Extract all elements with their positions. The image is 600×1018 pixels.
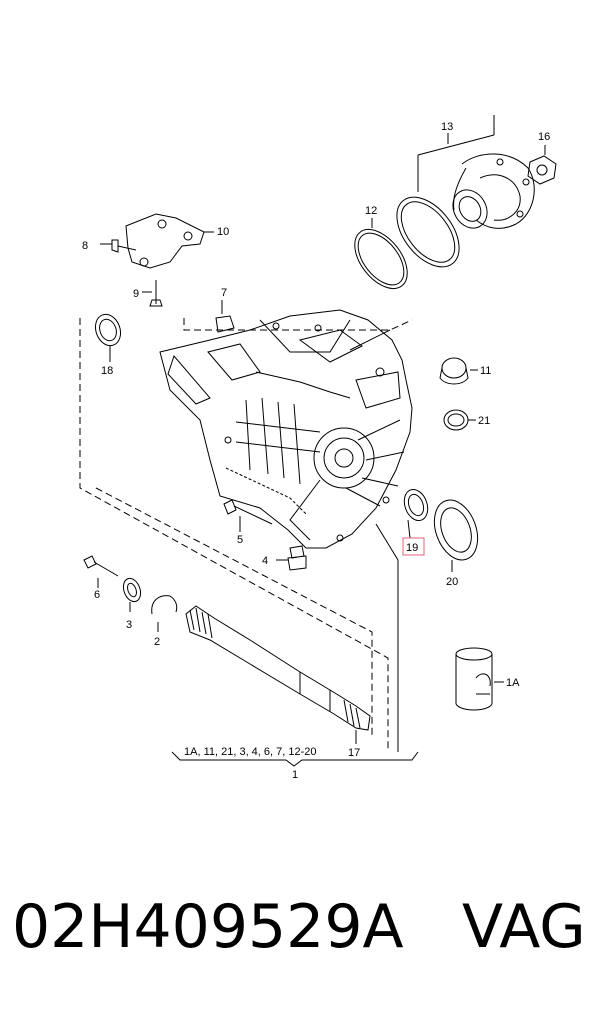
callout-2: 2 (154, 636, 160, 648)
cap-11 (439, 357, 478, 385)
bolt-8 (100, 239, 137, 253)
leader-line-19 (375, 523, 399, 752)
callout-8: 8 (82, 240, 88, 252)
seal-18 (94, 313, 122, 362)
callout-13: 13 (441, 121, 453, 133)
callout-17: 17 (348, 747, 360, 759)
bolt-9 (142, 280, 163, 307)
o-ring-12 (354, 229, 408, 289)
callout-5: 5 (237, 534, 243, 546)
transmission-housing (159, 309, 413, 549)
callout-11: 11 (480, 365, 491, 377)
callout-6: 6 (94, 589, 100, 601)
bolt-5 (223, 499, 273, 532)
plug-4 (276, 545, 307, 571)
assembly-frame-dashed (79, 318, 413, 752)
kit-contents-label: 1A, 11, 21, 3, 4, 6, 7, 12-20 (184, 746, 317, 758)
brand-name: VAG (462, 892, 586, 962)
container-1A (455, 647, 504, 711)
cap-21 (443, 409, 476, 431)
kit-bracket-1 (171, 751, 419, 767)
callout-1: 1 (292, 769, 298, 781)
bolt-6 (83, 555, 119, 588)
callout-20: 20 (446, 576, 458, 588)
callout-1A: 1A (506, 677, 520, 689)
callout-12: 12 (365, 205, 377, 217)
callout-16: 16 (538, 131, 550, 143)
circlip-2 (151, 595, 178, 632)
callout-18: 18 (101, 365, 113, 377)
nut-16 (527, 145, 557, 185)
part-number: 02H409529A (12, 892, 404, 962)
callout-9: 9 (133, 288, 139, 300)
plug-7 (215, 300, 235, 333)
seal-20 (433, 499, 479, 572)
seal-ring-13 (396, 196, 460, 268)
highlight-box-19 (402, 537, 425, 556)
bracket-10 (125, 213, 214, 269)
callout-4: 4 (262, 555, 268, 567)
shaft-17 (185, 605, 371, 744)
callout-19: 19 (406, 542, 418, 554)
callout-21: 21 (478, 415, 490, 427)
cover-13 (452, 153, 535, 229)
callout-bracket-13 (417, 115, 495, 192)
callout-10: 10 (217, 226, 229, 238)
callout-3: 3 (126, 619, 132, 631)
seal-19 (403, 489, 429, 539)
callout-7: 7 (221, 287, 227, 299)
exploded-parts-diagram: 13 16 12 10 8 9 7 18 11 21 5 19 4 20 6 3… (79, 115, 557, 781)
washer-3 (122, 577, 142, 612)
